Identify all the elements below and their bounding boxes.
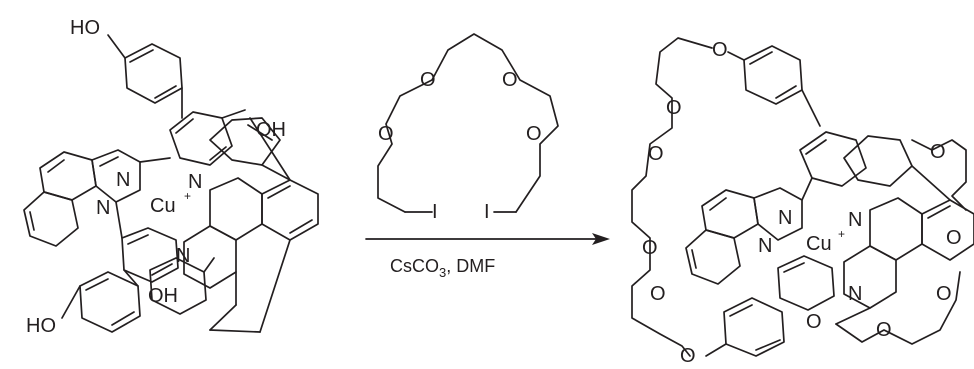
product-o-right2-label: O [946,227,962,249]
reactant-ho-bottom-label: HO [26,315,56,337]
reagent-o4-label: O [526,123,542,145]
reagent-o2-label: O [502,69,518,91]
reactant-bottom-phenol-ring [79,271,141,333]
reactant-oh-lower-label: OH [148,285,178,307]
product-cu-charge: + [838,227,845,241]
reactant-n4-label: N [176,245,190,267]
product-o-right3-label: O [936,283,952,305]
reactant-ho-top-label: HO [70,17,100,39]
product-o-left3-label: O [642,237,658,259]
reactant-n2-label: N [96,197,110,219]
reactant-cu-charge: + [184,189,191,203]
reactant-n1-label: N [116,169,130,191]
reactant-n3-label: N [188,171,202,193]
product-o-right1-label: O [930,141,946,163]
product-n2-label: N [758,235,772,257]
reaction-arrow [365,233,610,245]
product-o-left2-label: O [648,143,664,165]
conditions-solvent: , DMF [446,256,495,276]
conditions-base-subscript: 3 [439,265,446,280]
reactant-ho-top-bond [107,34,126,59]
reactant-structure: HO OH N N N N Cu + OH HO [23,17,319,337]
product-o-left1-label: O [666,97,682,119]
reagent-o1-label: O [420,69,436,91]
product-o-top-label: O [712,39,728,61]
product-o-bottom-label: O [680,345,696,367]
product-left-ether-loop [631,37,713,357]
product-o-right4-label: O [876,319,892,341]
product-n3-label: N [848,209,862,231]
reagent-structure: O O O O I I [377,33,559,223]
product-cu-label: Cu [806,233,832,255]
product-o-right5-label: O [806,311,822,333]
reagent-i2-label: I [484,201,490,223]
product-n4-label: N [848,283,862,305]
reagent-chain [377,33,559,213]
reactant-cu-label: Cu [150,195,176,217]
reaction-conditions: CsCO3, DMF [390,256,495,280]
reagent-i1-label: I [432,201,438,223]
product-n1-label: N [778,207,792,229]
conditions-base: CsCO [390,256,439,276]
product-structure: O O O O O O O O O O O N N N N Cu + [631,37,974,367]
reactant-oh-right-label: OH [256,119,286,141]
product-o-left4-label: O [650,283,666,305]
reagent-o3-label: O [378,123,394,145]
reactant-top-phenol-ring [124,43,183,104]
